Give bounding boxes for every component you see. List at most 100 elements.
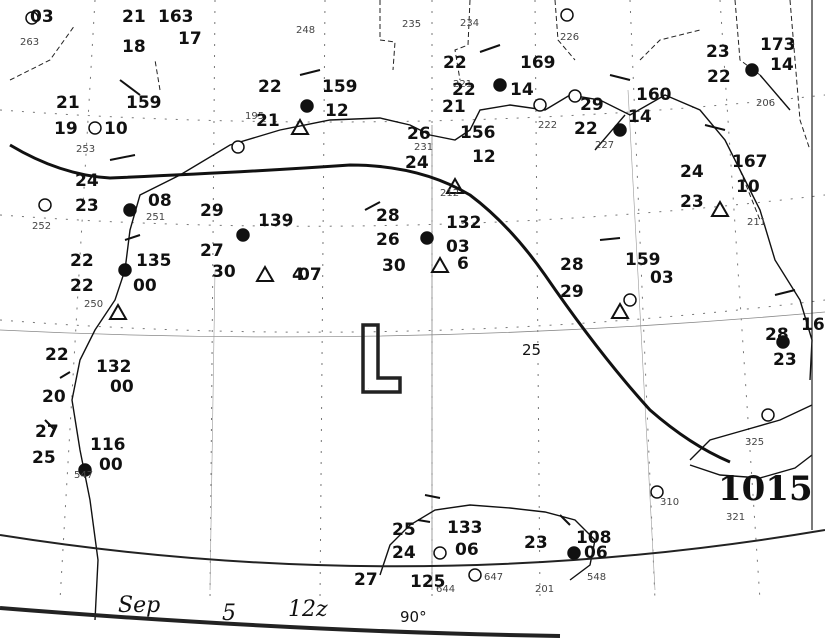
station-circle — [231, 140, 245, 154]
obs-tendency: 14 — [628, 107, 652, 127]
obs-temp: 28 — [376, 206, 400, 226]
caption-month: Sep — [118, 593, 160, 618]
obs-dew: 25 — [32, 448, 56, 468]
obs-dew: 23 — [773, 350, 797, 370]
station-circle — [300, 99, 314, 113]
wind-barb — [609, 74, 631, 81]
wind-barb — [109, 154, 136, 161]
meridian-east — [627, 89, 656, 591]
station-circle — [560, 8, 574, 22]
wind-barb — [299, 69, 321, 76]
obs-pressure: 132 — [96, 357, 132, 377]
obs-pressure: 16 — [801, 315, 825, 335]
obs-temp: 22 — [443, 53, 467, 73]
station-circle — [776, 335, 790, 349]
station-observation: 21 159 19 10 — [54, 93, 162, 139]
station-observation: 03 — [30, 7, 54, 27]
obs-dew: 23 — [75, 196, 99, 216]
obs-dew: 24 — [392, 543, 416, 563]
obs-temp: 21 — [122, 7, 146, 27]
station-id-231: 231 — [414, 142, 433, 153]
obs-temp: 21 — [56, 93, 80, 113]
station-circle — [433, 546, 447, 560]
obs-dew: 17 — [178, 29, 202, 49]
station-circle — [745, 63, 759, 77]
obs-dew: 22 — [452, 80, 476, 100]
obs-temp: 27 — [354, 570, 378, 590]
obs-temp: 28 — [765, 325, 789, 345]
wind-barb — [364, 201, 381, 211]
wind-barb — [599, 237, 621, 241]
shower-symbol — [710, 199, 730, 217]
obs-pressure: 167 — [732, 152, 768, 172]
obs-tendency: 06 — [584, 543, 608, 563]
obs-pressure: 173 — [760, 35, 796, 55]
obs-dew: 29 — [560, 282, 584, 302]
station-circle — [78, 463, 92, 477]
coastline — [71, 74, 813, 621]
obs-dew: 22 — [707, 67, 731, 87]
shower-symbol — [108, 302, 128, 320]
latitude-line-25 — [0, 311, 825, 338]
wind-barb — [124, 234, 141, 241]
station-id-222: 222 — [538, 120, 557, 131]
station-id-252: 252 — [32, 221, 51, 232]
obs-tendency: 00 — [110, 377, 134, 397]
station-id-248: 248 — [296, 25, 315, 36]
station-id-647: 647 — [484, 572, 503, 583]
obs-temp: 23 — [706, 42, 730, 62]
obs-temp: 22 — [70, 251, 94, 271]
obs-dew: 19 — [54, 119, 78, 139]
obs-temp: 30 — [212, 262, 236, 282]
obs-temp: 29 — [580, 95, 604, 115]
obs-pressure: 159 — [625, 250, 661, 270]
station-circle — [38, 198, 52, 212]
station-circle — [613, 123, 627, 137]
obs-pressure: 159 — [126, 93, 162, 113]
station-id-325: 325 — [745, 437, 764, 448]
obs-dew: 22 — [574, 119, 598, 139]
obs-temp: 18 — [122, 37, 146, 57]
obs-tendency: 10 — [104, 119, 128, 139]
map-frame-outer — [0, 606, 561, 638]
obs-pressure: 132 — [446, 213, 482, 233]
station-id-253: 253 — [76, 144, 95, 155]
obs-pressure: 135 — [136, 251, 172, 271]
lat-lon-grid — [0, 0, 825, 601]
station-circle — [761, 408, 775, 422]
station-circle — [236, 228, 250, 242]
station-id-201: 201 — [535, 584, 554, 595]
caption-time: 12z — [288, 597, 328, 622]
station-circle — [568, 89, 582, 103]
wind-barb — [44, 419, 56, 431]
obs-tendency: 12 — [472, 147, 496, 167]
wind-barb — [119, 79, 141, 96]
caption-day: 5 — [222, 601, 236, 626]
obs-tendency: 10 — [736, 177, 760, 197]
obs-dew: 27 — [200, 241, 224, 261]
obs-temp: 22 — [258, 77, 282, 97]
obs-temp: 29 — [200, 201, 224, 221]
station-id-251: 251 — [146, 212, 165, 223]
obs-temp: 24 — [405, 153, 429, 173]
shower-symbol — [255, 264, 275, 282]
obs-tendency: 4 — [292, 265, 304, 285]
shower-symbol — [610, 301, 630, 319]
station-circle — [533, 98, 547, 112]
station-circle — [623, 293, 637, 307]
